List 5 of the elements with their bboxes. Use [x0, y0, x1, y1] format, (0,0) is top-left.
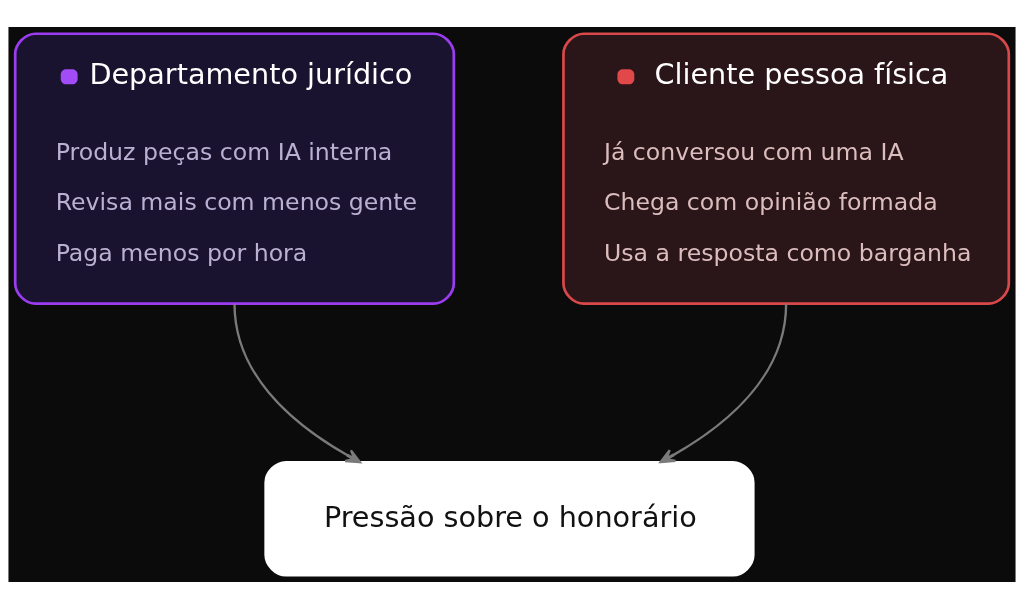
node-box: Cliente pessoa física Já conversou com uma IA Chega com opinião formada Usa a resposta como barganha	[562, 31, 1011, 305]
arrow	[659, 303, 788, 463]
node-box: Pressão sobre o honorário	[264, 460, 755, 577]
arrow	[233, 303, 362, 463]
node-box: Departamento jurídico Produz peças com IA interna Revisa mais com menos gente Paga menos por hora	[13, 31, 456, 305]
